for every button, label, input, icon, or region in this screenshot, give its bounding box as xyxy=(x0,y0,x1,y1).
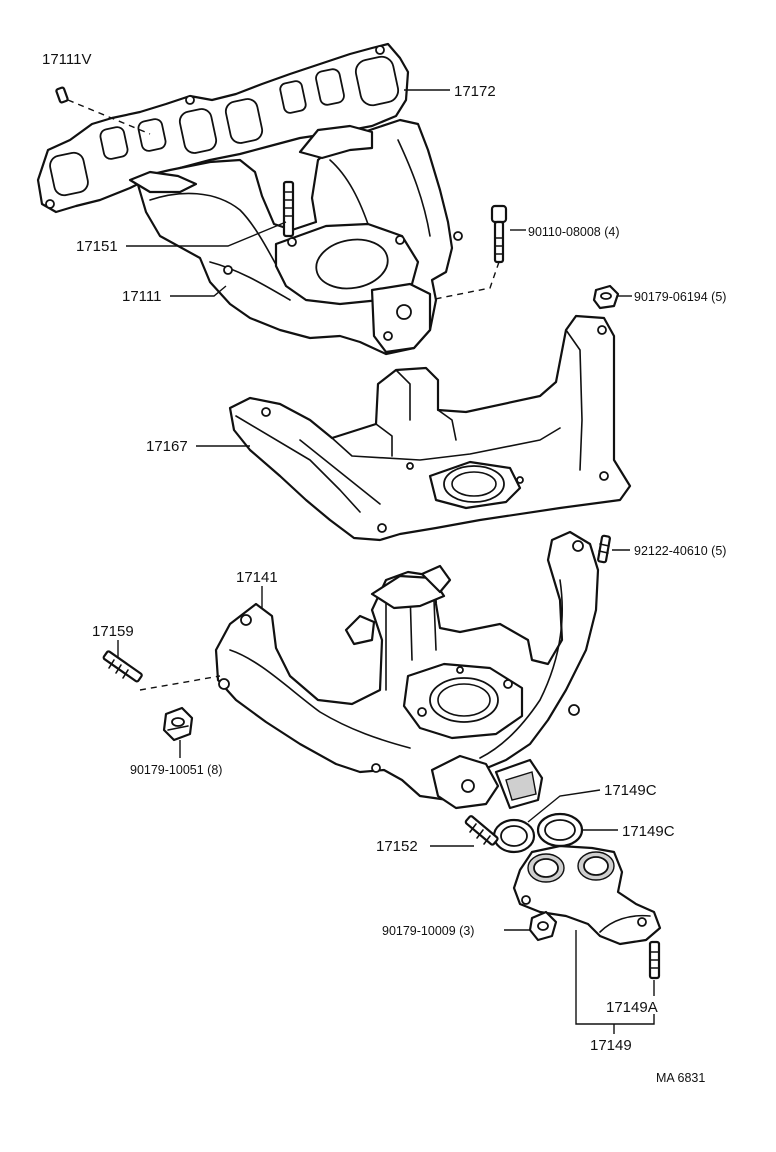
label-17149a: 17149A xyxy=(606,999,658,1016)
part-labels: 17111V 17172 17151 90110-08008 (4) 17111… xyxy=(42,51,726,1085)
bolt-90110 xyxy=(490,204,508,264)
heat-insulator xyxy=(228,314,632,542)
label-17152: 17152 xyxy=(376,838,418,855)
label-17111v: 17111V xyxy=(42,51,92,68)
label-92122: 92122-40610 (5) xyxy=(634,544,726,558)
label-90179-10009: 90179-10009 (3) xyxy=(382,924,474,938)
lower-exhaust-manifold xyxy=(214,530,600,810)
label-17149c-upper: 17149C xyxy=(604,782,657,799)
gasket-ring-b xyxy=(536,812,584,848)
label-17149: 17149 xyxy=(590,1037,632,1054)
label-17172: 17172 xyxy=(454,83,496,100)
nut-90179-10009 xyxy=(528,910,558,942)
stud-17149a xyxy=(648,940,661,980)
nut-90179-06194 xyxy=(592,284,620,310)
label-90110: 90110-08008 (4) xyxy=(528,225,620,239)
gasket-ring-a xyxy=(492,818,536,854)
upper-exhaust-manifold xyxy=(128,118,463,356)
stud-17151 xyxy=(282,180,295,238)
exhaust-pipe-flange xyxy=(512,844,662,946)
label-17151: 17151 xyxy=(76,238,118,255)
manifold-gasket xyxy=(36,42,410,214)
stud-17152 xyxy=(464,815,499,846)
stud-92122 xyxy=(597,534,611,564)
label-17159: 17159 xyxy=(92,623,134,640)
label-17141: 17141 xyxy=(236,569,278,586)
label-90179-10051: 90179-10051 (8) xyxy=(130,763,222,777)
label-90179-06194: 90179-06194 (5) xyxy=(634,290,726,304)
stud-17159 xyxy=(102,650,143,683)
diagram-code: MA 6831 xyxy=(656,1071,705,1085)
dowel-pin xyxy=(55,86,69,104)
label-17111: 17111 xyxy=(122,288,162,305)
nut-90179-10051 xyxy=(162,706,194,742)
label-17167: 17167 xyxy=(146,438,188,455)
label-17149c-lower: 17149C xyxy=(622,823,675,840)
leader-lines xyxy=(67,89,655,1034)
